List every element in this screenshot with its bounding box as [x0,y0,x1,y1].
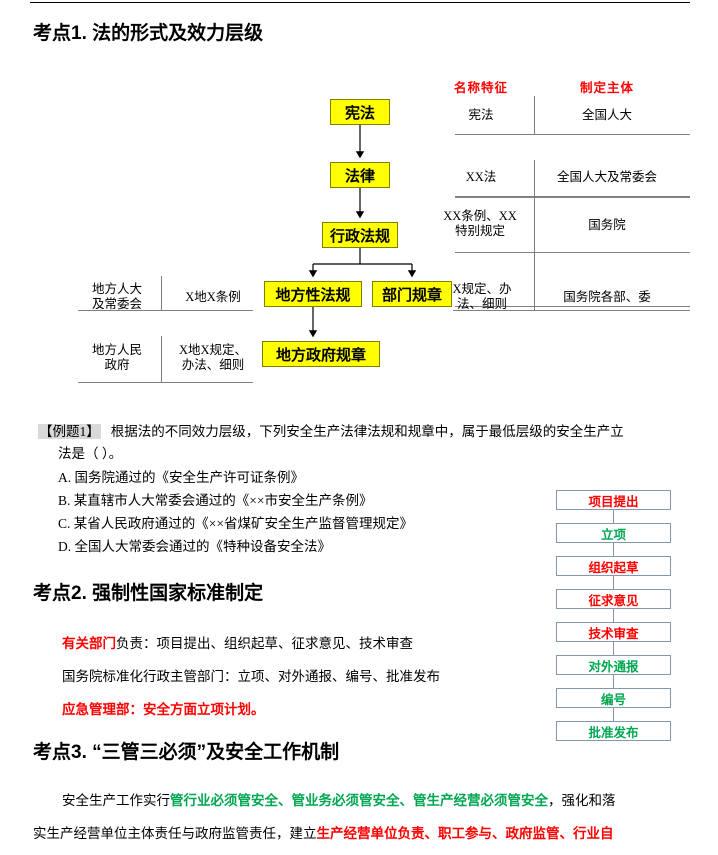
page-top-rule [30,2,690,3]
hierarchy-box-difangxingfagui[interactable]: 地方性法规 [264,281,362,307]
flow-step-6[interactable]: 对外通报 [556,655,671,675]
flow-step-2[interactable]: 立项 [556,523,671,543]
right-table-cell-name-1: 宪法 [468,108,494,122]
right-table-cell-name-4: X规定、办 法、细则 [452,282,512,311]
left-table-cell-name-2: X地X规定、 办法、细则 [178,343,248,372]
flow-step-4-label: 征求意见 [588,593,639,608]
flow-step-3[interactable]: 组织起草 [556,556,671,576]
flow-step-8[interactable]: 批准发布 [556,721,671,741]
flow-step-5-label: 技术审查 [588,626,639,641]
right-table-header-name-feature: 名称特征 [453,81,508,95]
right-table-vrule-3 [534,253,535,310]
flow-step-1-label: 项目提出 [588,494,639,509]
kaodian2-line1-rest: 负责：项目提出、组织起草、征求意见、技术审查 [116,636,413,651]
kaodian3-line2-a: 实生产经营单位主体责任与政府监管责任，建立 [33,826,317,841]
left-table-vrule-2 [161,336,162,382]
example-question-line1: 【例题1】根据法的不同效力层级，下列安全生产法律法规和规章中，属于最低层级的安全… [38,421,624,443]
flow-step-4[interactable]: 征求意见 [556,589,671,609]
left-table-rule-1 [78,310,253,311]
option-d[interactable]: D. 全国人大常委会通过的《特种设备安全法》 [58,539,331,554]
kaodian2-line1: 有关部门负责：项目提出、组织起草、征求意见、技术审查 [62,632,413,652]
flow-step-6-label: 对外通报 [588,659,639,674]
option-c[interactable]: C. 某省人民政府通过的《××省煤矿安全生产监督管理规定》 [58,516,413,531]
kaodian3-line1-green: 管行业必须管安全、管业务必须管安全、管生产经营必须管安全 [170,793,548,808]
left-table-cell-name-1: X地X条例 [185,290,241,304]
hierarchy-box-bumenguizhang[interactable]: 部门规章 [372,281,452,307]
right-table-cell-maker-4: 国务院各部、委 [563,290,651,304]
flow-connector-1 [613,510,614,523]
flow-step-3-label: 组织起草 [588,560,639,575]
flow-connector-6 [613,675,614,688]
left-table-vrule-1 [161,276,162,310]
kaodian2-line3: 应急管理部：安全方面立项计划。 [62,698,265,718]
right-table-rule-2 [455,196,690,197]
flow-step-7-label: 编号 [600,692,626,707]
right-table-cell-maker-2: 全国人大及常委会 [556,170,657,184]
flow-step-7[interactable]: 编号 [556,688,671,708]
right-table-header-maker: 制定主体 [579,81,634,95]
kaodian3-line1-a: 安全生产工作实行 [62,793,170,808]
option-a[interactable]: A. 国务院通过的《安全生产许可证条例》 [58,470,304,485]
left-table-rule-2 [78,382,253,383]
right-table-rule-4 [455,306,690,307]
left-table-cell-maker-2: 地方人民 政府 [91,343,142,372]
heading-kaodian2: 考点2. 强制性国家标准制定 [33,583,264,604]
right-table-cell-name-3: XX条例、XX 特别规定 [443,209,517,238]
kaodian3-line2: 实生产经营单位主体责任与政府监管责任，建立生产经营单位负责、职工参与、政府监管、… [33,822,614,842]
kaodian3-line2-red: 生产经营单位负责、职工参与、政府监管、行业自 [316,826,614,841]
right-table-rule-5 [453,310,690,311]
flow-step-5[interactable]: 技术审查 [556,622,671,642]
flow-connector-7 [613,708,614,721]
flow-connector-4 [613,609,614,622]
right-table-rule-2b [455,197,690,198]
right-table-vrule-2 [534,160,535,252]
flow-connector-5 [613,642,614,655]
kaodian3-line1: 安全生产工作实行管行业必须管安全、管业务必须管安全、管生产经营必须管安全，强化和… [62,789,616,809]
kaodian2-line2: 国务院标准化行政主管部门：立项、对外通报、编号、批准发布 [62,669,440,684]
flow-step-2-label: 立项 [600,527,626,542]
hierarchy-box-difangzhengfuguizhang[interactable]: 地方政府规章 [262,341,380,367]
law-hierarchy-diagram: 宪法 法律 行政法规 地方性法规 部门规章 地方政府规章 名称特征 制定主体 宪… [0,0,718,410]
heading-kaodian3: 考点3. “三管三必须”及安全工作机制 [33,742,340,763]
left-table-cell-maker-1: 地方人大 及常委会 [91,282,142,311]
flow-connector-3 [613,576,614,589]
example-question-line2: 法是（ ）。 [58,446,123,461]
option-b[interactable]: B. 某直辖市人大常委会通过的《××市安全生产条例》 [58,493,373,508]
kaodian2-line3-emphasis: 应急管理部：安全方面立项计划。 [62,702,265,717]
flow-connector-2 [613,543,614,556]
example-question-stem: 根据法的不同效力层级，下列安全生产法律法规和规章中，属于最低层级的安全生产立 [110,424,624,439]
example-question-tag: 【例题1】 [38,424,101,439]
hierarchy-box-xianfa[interactable]: 宪法 [330,99,390,125]
right-table-cell-maker-1: 全国人大 [581,108,632,122]
hierarchy-box-falv[interactable]: 法律 [330,162,390,188]
right-table-rule-3 [455,252,690,253]
heading-kaodian1: 考点1. 法的形式及效力层级 [33,23,264,44]
flow-step-1[interactable]: 项目提出 [556,490,671,510]
diagram-connectors [308,125,417,338]
hierarchy-box-xingzhengfagui[interactable]: 行政法规 [322,222,398,248]
right-table-vrule-1 [534,96,535,134]
right-table-cell-maker-3: 国务院 [588,218,626,232]
right-table-cell-name-2: XX法 [465,170,497,184]
kaodian2-line1-emphasis: 有关部门 [62,636,116,651]
flow-step-8-label: 批准发布 [588,725,639,740]
kaodian3-line1-b: ，强化和落 [548,793,616,808]
right-table-rule-1 [455,134,690,135]
